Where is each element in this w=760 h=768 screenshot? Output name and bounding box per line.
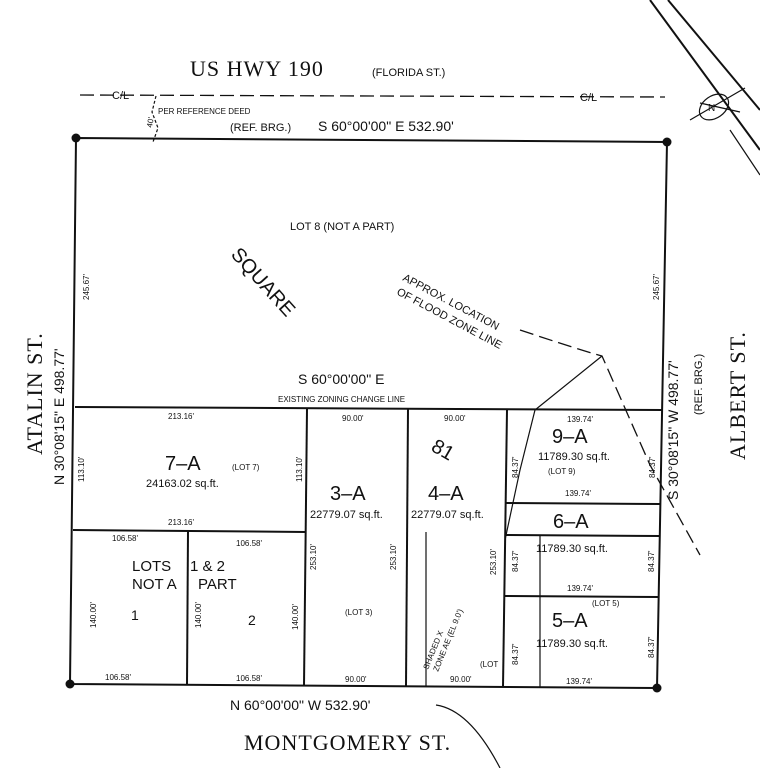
dim-lot9-top: 139.74': [567, 415, 593, 424]
dim-north-side-e: 245.67': [652, 274, 661, 300]
lot-line-4a-9a: [502, 409, 508, 688]
east-ref-bearing: (REF. BRG.): [693, 354, 705, 415]
dim-lot2-top: 106.58': [236, 539, 262, 548]
lot6a-area: 11789.30 sq.ft.: [536, 543, 608, 555]
diagonal-road-line-2: [667, 0, 760, 111]
corner-monument-se: [652, 683, 662, 693]
dim-lot5-e: 84.37': [647, 636, 656, 658]
south-bearing: N 60°00'00" W 532.90': [230, 697, 370, 713]
lot-line-3a-4a: [405, 408, 409, 687]
lot-line-7a-3a: [303, 408, 308, 687]
lot5a-ref: (LOT 5): [592, 599, 620, 608]
dim-lot4-bot: 90.00': [450, 675, 472, 684]
dim-lot1-top: 106.58': [112, 534, 138, 543]
street-west: ATALIN ST.: [22, 332, 47, 455]
lot7a-ref: (LOT 7): [232, 463, 260, 472]
dim-lot2-side-e: 140.00': [291, 604, 300, 630]
street-east: ALBERT ST.: [725, 331, 750, 460]
dim-lot7-side-e: 113.10': [295, 456, 304, 482]
square-number: 81: [428, 435, 458, 465]
dim-lot7-bot: 213.16': [168, 518, 194, 527]
lot3a-ref: (LOT 3): [345, 608, 373, 617]
row-dimension-line: [151, 95, 159, 143]
lot9a-ref: (LOT 9): [548, 467, 576, 476]
lot3a-name: 3–A: [330, 483, 366, 505]
dim-lot6-w: 84.37': [511, 550, 520, 572]
dim-lot5-w: 84.37': [511, 643, 520, 665]
lot-line-6a-mid: [504, 534, 661, 537]
lot6a-name: 6–A: [553, 511, 589, 533]
lot8-label: LOT 8 (NOT A PART): [290, 221, 394, 233]
svg-text:N: N: [708, 103, 715, 114]
dim-lot9-w: 84.37': [511, 456, 520, 478]
lot-line-7a-bottom: [72, 529, 307, 533]
middle-bearing: S 60°00'00" E: [298, 371, 384, 387]
corner-monument-nw: [71, 133, 81, 143]
lot-line-6a-5a: [503, 595, 660, 598]
lot9a-area: 11789.30 sq.ft.: [538, 451, 610, 463]
dim-lot7-top: 213.16': [168, 412, 194, 421]
dim-lot9-e: 84.37': [648, 456, 657, 478]
square-label: SQUARE: [226, 244, 299, 321]
lots12-line2b: PART: [198, 576, 237, 593]
south-road-line: [435, 704, 501, 768]
dim-lot2-bot: 106.58': [236, 674, 262, 683]
lot3a-area: 22779.07 sq.ft.: [310, 509, 383, 521]
zoning-line-label: EXISTING ZONING CHANGE LINE: [278, 395, 405, 404]
lot2-number: 2: [248, 612, 256, 628]
lot5a-name: 5–A: [552, 610, 588, 632]
centerline-label-right: C/L: [580, 92, 597, 104]
dim-north-side-w: 245.67': [82, 274, 91, 300]
dim-lot3-bot: 90.00': [345, 675, 367, 684]
dim-lot3-top: 90.00': [342, 414, 364, 423]
street-south: MONTGOMERY ST.: [244, 730, 451, 755]
lot4a-ref: (LOT: [480, 660, 498, 669]
diagonal-road-line-3: [729, 129, 760, 176]
lot4a-area: 22779.07 sq.ft.: [411, 509, 484, 521]
north-bearing: S 60°00'00" E 532.90': [318, 118, 454, 134]
street-north: US HWY 190: [190, 56, 324, 81]
street-north-alt: (FLORIDA ST.): [372, 67, 445, 79]
centerline-label-left: C/L: [112, 90, 129, 102]
lot5a-area: 11789.30 sq.ft.: [536, 638, 608, 650]
dim-lot6-bot: 139.74': [567, 584, 593, 593]
dim-lot7-side: 113.10': [77, 456, 86, 482]
dim-lot1-side: 140.00': [89, 602, 98, 628]
east-bearing: S 30°08'15" W 498.77': [665, 360, 681, 500]
corner-monument-sw: [65, 679, 75, 689]
dim-lot4-top: 90.00': [444, 414, 466, 423]
lot1-number: 1: [131, 607, 139, 623]
dim-lot4-side-e: 253.10': [489, 549, 498, 575]
dim-lot6-e: 84.37': [647, 550, 656, 572]
dim-lot9-bot: 139.74': [565, 489, 591, 498]
lot9a-name: 9–A: [552, 426, 588, 448]
west-bearing: N 30°08'15" E 498.77': [51, 348, 67, 485]
lot-line-1-2: [186, 530, 189, 686]
lots12-amp: 1 & 2: [190, 558, 225, 575]
lot7a-area: 24163.02 sq.ft.: [146, 478, 219, 490]
lot7a-name: 7–A: [165, 453, 201, 475]
diagonal-road-line-1: [649, 0, 760, 151]
dim-lot3-side: 253.10': [309, 544, 318, 570]
lots12-line1: LOTS: [132, 558, 171, 575]
lot4a-name: 4–A: [428, 483, 464, 505]
north-ref-bearing: (REF. BRG.): [230, 122, 291, 134]
dim-lot2-side: 140.00': [194, 602, 203, 628]
dim-lot1-bot: 106.58': [105, 673, 131, 682]
dim-lot4-side: 253.10': [389, 544, 398, 570]
flood-zone-line-west: [504, 355, 603, 541]
lot-line-9a-6a: [505, 502, 661, 505]
north-arrow-icon: N: [689, 87, 746, 121]
lots12-line2a: NOT A: [132, 576, 177, 593]
highway-centerline: [79, 94, 666, 98]
ref-deed-note: PER REFERENCE DEED: [158, 107, 251, 116]
zoning-change-line: [74, 406, 663, 411]
dim-lot5-bot: 139.74': [566, 677, 592, 686]
row-width: 40': [145, 116, 156, 128]
corner-monument-ne: [662, 137, 672, 147]
